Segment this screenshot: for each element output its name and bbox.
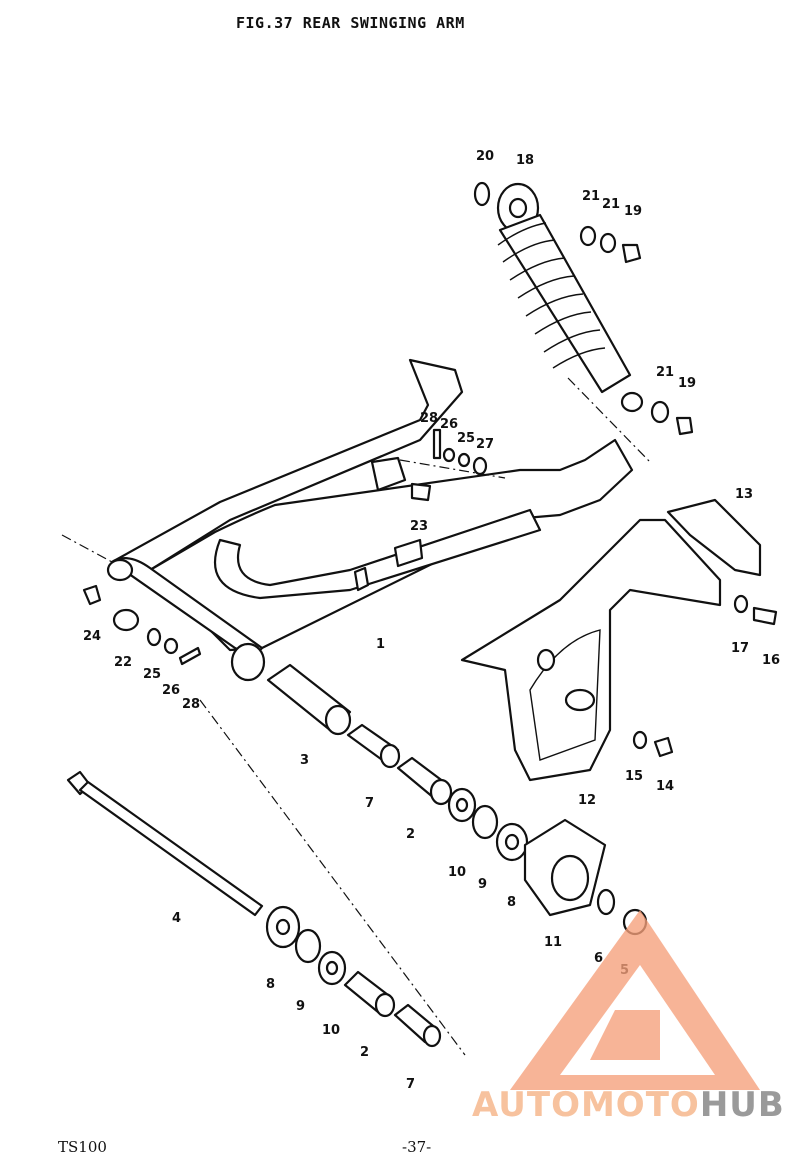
callout-8: 8 [507, 895, 516, 910]
small-hardware [82, 181, 778, 758]
callout-2: 2 [406, 827, 415, 842]
figure-title: FIG.37 REAR SWINGING ARM [236, 14, 465, 32]
callout-21: 21 [656, 365, 674, 380]
callout-13: 13 [735, 487, 753, 502]
reference-lines [61, 377, 651, 1056]
chain-case-bracket [666, 498, 762, 577]
rear-shock-absorber [496, 182, 644, 413]
callout-22: 22 [114, 655, 132, 670]
callout-1: 1 [376, 637, 385, 652]
callout-14: 14 [656, 779, 674, 794]
callout-6: 6 [594, 951, 603, 966]
callout-21: 21 [602, 197, 620, 212]
callout-9: 9 [478, 877, 487, 892]
callout-10: 10 [448, 865, 466, 880]
callout-23: 23 [410, 519, 428, 534]
callout-24: 24 [83, 629, 101, 644]
callout-19: 19 [678, 376, 696, 391]
callout-28: 28 [420, 411, 438, 426]
callout-12: 12 [578, 793, 596, 808]
callout-3: 3 [300, 753, 309, 768]
callout-4: 4 [172, 911, 181, 926]
callout-18: 18 [516, 153, 534, 168]
callout-20: 20 [476, 149, 494, 164]
pivot-bolt [66, 770, 264, 917]
callout-21: 21 [582, 189, 600, 204]
swing-arm-frame [106, 358, 634, 682]
callout-2: 2 [360, 1045, 369, 1060]
callout-7: 7 [406, 1077, 415, 1092]
callout-25: 25 [143, 667, 161, 682]
callout-26: 26 [162, 683, 180, 698]
callout-26: 26 [440, 417, 458, 432]
callout-7: 7 [365, 796, 374, 811]
callout-9: 9 [296, 999, 305, 1014]
callout-16: 16 [762, 653, 780, 668]
watermark-logo [510, 910, 760, 1090]
callout-15: 15 [625, 769, 643, 784]
chain-case [460, 518, 722, 782]
callout-25: 25 [457, 431, 475, 446]
watermark-text-dark: HUB [699, 1085, 785, 1125]
callout-labels: 1 2 2 3 4 5 6 7 7 8 8 9 9 10 10 11 12 13… [83, 149, 780, 1092]
callout-8: 8 [266, 977, 275, 992]
watermark-text: AUTOMOTOHUB [472, 1085, 785, 1125]
footer-page-number: -37- [402, 1138, 432, 1156]
callout-27: 27 [476, 437, 494, 452]
callout-10: 10 [322, 1023, 340, 1038]
callout-19: 19 [624, 204, 642, 219]
callout-17: 17 [731, 641, 749, 656]
watermark-text-accent: AUTOMOTO [472, 1085, 700, 1125]
callout-11: 11 [544, 935, 562, 950]
callout-28: 28 [182, 697, 200, 712]
pivot-hardware [265, 663, 648, 1048]
footer-model: TS100 [58, 1138, 107, 1156]
